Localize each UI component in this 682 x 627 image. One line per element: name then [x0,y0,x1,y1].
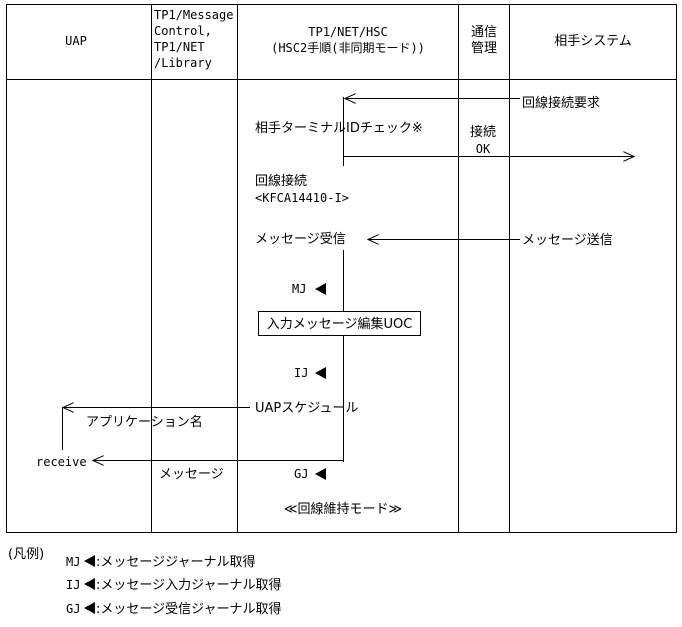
header-message-control-line3: TP1/NET [154,40,205,54]
legend-gj-text: :メッセージ受信ジャーナル取得 [96,601,281,617]
label-connect-ok-line2: OK [476,142,491,156]
label-connect-ok-line1: 接続 [470,124,496,140]
label-message-receive: メッセージ受信 [255,232,346,247]
legend-ij-code: IJ [66,578,80,592]
label-line-connect: 回線接続 [255,173,307,189]
label-line-keep-mode: ≪回線維持モード≫ [284,501,402,517]
ij-triangle-icon [315,367,326,379]
header-message-control-line1: TP1/Message [154,8,233,22]
header-message-control-line4: /Library [154,56,212,70]
header-net-hsc-line1: TP1/NET/HSC [308,25,387,39]
header-uap: UAP [65,34,87,48]
label-kfca-message: <KFCA14410-I> [255,191,349,205]
label-ij: IJ [294,366,308,380]
legend-mj-triangle-icon [84,555,95,567]
legend-mj-text: :メッセージジャーナル取得 [96,554,255,570]
legend-ij-text: :メッセージ入力ジャーナル取得 [96,577,281,593]
label-receive: receive [36,455,87,469]
label-message-send: メッセージ送信 [522,233,613,248]
label-line-connect-request: 回線接続要求 [522,95,600,111]
label-gj: GJ [294,467,308,481]
header-comm-mgmt-line2: 管理 [471,41,497,56]
label-uap-schedule: UAPスケジュール [255,401,358,416]
label-message: メッセージ [159,467,224,482]
label-application-name: アプリケーション名 [86,414,203,430]
diagram-frame [6,4,677,533]
header-net-hsc-line2: (HSC2手順(非同期モード)) [271,41,425,55]
header-partner: 相手システム [554,34,632,49]
legend-title: (凡例) [8,547,44,562]
legend-mj-code: MJ [66,555,80,569]
edit-uoc-box [258,311,421,336]
gj-triangle-icon [315,468,326,480]
label-edit-uoc: 入力メッセージ編集UOC [267,316,413,332]
header-message-control-line2: Control, [154,24,212,38]
mj-triangle-icon [315,283,326,295]
legend-gj-code: GJ [66,602,80,616]
legend-ij-triangle-icon [84,578,95,590]
label-mj: MJ [292,282,306,296]
legend-gj-triangle-icon [84,602,95,614]
header-comm-mgmt-line1: 通信 [471,25,497,40]
label-terminal-id-check: 相手ターミナルIDチェック※ [255,121,423,136]
